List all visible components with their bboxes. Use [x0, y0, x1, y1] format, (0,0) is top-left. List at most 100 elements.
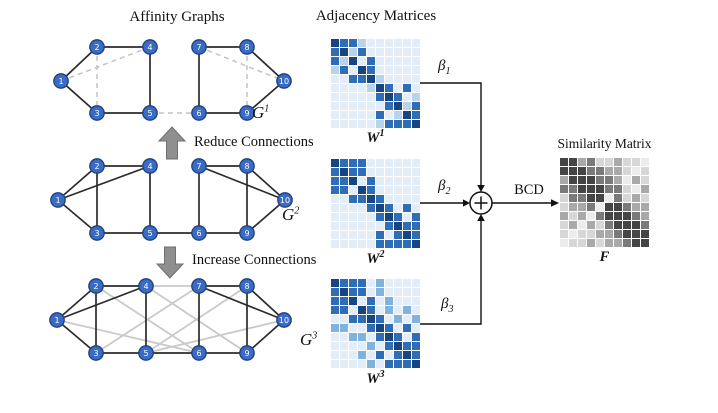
- weight-label-beta3-base: β: [441, 296, 449, 312]
- matrix-cell: [394, 57, 402, 65]
- matrix-cell: [641, 221, 649, 229]
- matrix-cell: [614, 194, 622, 202]
- graph-edge: [57, 165, 151, 201]
- matrix-cell: [376, 213, 384, 221]
- matrix-cell: [403, 186, 411, 194]
- matrix-cell: [367, 39, 375, 47]
- graph-node-label: 10: [279, 316, 289, 325]
- matrix-cell: [385, 168, 393, 176]
- matrix-cell: [403, 195, 411, 203]
- graph-node-8: [239, 158, 255, 174]
- matrix-cell: [385, 231, 393, 239]
- matrix-cell: [367, 195, 375, 203]
- matrix-cell: [385, 360, 393, 368]
- graph-node-5: [142, 225, 158, 241]
- matrix-cell: [331, 186, 339, 194]
- matrix-cell: [385, 342, 393, 350]
- graph-label-g1-sup: 1: [264, 103, 270, 115]
- matrix-cell: [412, 213, 420, 221]
- matrix-cell: [349, 297, 357, 305]
- matrix-cell: [367, 111, 375, 119]
- matrix-cell: [385, 102, 393, 110]
- matrix-cell: [376, 297, 384, 305]
- matrix-cell: [587, 176, 595, 184]
- matrix-cell: [578, 221, 586, 229]
- matrix-cell: [376, 315, 384, 323]
- matrix-cell: [614, 239, 622, 247]
- weight-label-beta3: β3: [441, 296, 453, 315]
- matrix-cell: [560, 176, 568, 184]
- matrix-cell: [340, 231, 348, 239]
- matrix-cell: [376, 75, 384, 83]
- matrix-cell: [412, 222, 420, 230]
- matrix-cell: [412, 39, 420, 47]
- matrix-cell: [349, 231, 357, 239]
- matrix-cell: [331, 213, 339, 221]
- matrix-cell: [349, 168, 357, 176]
- matrix-cell: [385, 177, 393, 185]
- matrix-cell: [349, 57, 357, 65]
- matrix-cell: [578, 203, 586, 211]
- matrix-label-w1-base: W: [366, 129, 380, 146]
- matrix-cell: [403, 168, 411, 176]
- matrix-cell: [358, 213, 366, 221]
- graph-edge: [60, 80, 98, 114]
- matrix-cell: [641, 239, 649, 247]
- graph-node-label: 5: [143, 349, 148, 358]
- weight-label-beta2-sub: 2: [445, 186, 451, 197]
- matrix-cell: [587, 185, 595, 193]
- matrix-cell: [412, 159, 420, 167]
- matrix-cell: [560, 194, 568, 202]
- matrix-cell: [367, 231, 375, 239]
- matrix-cell: [340, 279, 348, 287]
- sum-operator-icon: [469, 191, 493, 215]
- matrix-cell: [358, 195, 366, 203]
- matrix-cell: [412, 186, 420, 194]
- matrix-cell: [331, 48, 339, 56]
- matrix-cell: [340, 204, 348, 212]
- graph-edge: [60, 46, 98, 82]
- matrix-cell: [358, 240, 366, 248]
- matrix-cell: [358, 306, 366, 314]
- matrix-cell: [623, 176, 631, 184]
- matrix-cell: [412, 111, 420, 119]
- matrix-cell: [367, 306, 375, 314]
- matrix-cell: [560, 203, 568, 211]
- matrix-cell: [412, 231, 420, 239]
- matrix-cell: [614, 212, 622, 220]
- matrix-cell: [340, 186, 348, 194]
- matrix-cell: [394, 48, 402, 56]
- matrix-cell: [412, 102, 420, 110]
- matrix-cell: [331, 360, 339, 368]
- graph-edge: [198, 165, 286, 201]
- matrix-cell: [623, 158, 631, 166]
- matrix-cell: [376, 360, 384, 368]
- matrix-cell: [632, 158, 640, 166]
- matrix-cell: [403, 93, 411, 101]
- matrix-cell: [394, 159, 402, 167]
- graph-node-label: 4: [147, 162, 152, 171]
- matrix-cell: [394, 288, 402, 296]
- graph-node-10: [277, 192, 293, 208]
- matrix-cell: [349, 315, 357, 323]
- matrix-cell: [349, 222, 357, 230]
- matrix-cell: [605, 167, 613, 175]
- matrix-cell: [623, 239, 631, 247]
- matrix-cell: [385, 159, 393, 167]
- matrix-cell: [403, 159, 411, 167]
- graph-node-10: [276, 73, 292, 89]
- similarity-matrix-f: [560, 158, 649, 247]
- graph-edge: [145, 319, 285, 354]
- matrix-cell: [331, 351, 339, 359]
- graph-edge: [246, 165, 286, 201]
- graph-edge: [57, 199, 98, 234]
- graph-node-label: 2: [94, 162, 99, 171]
- matrix-cell: [367, 204, 375, 212]
- matrix-cell: [614, 230, 622, 238]
- matrix-cell: [641, 185, 649, 193]
- graph-label-g1-base: G: [252, 103, 265, 122]
- matrix-label-w3-base: W: [366, 370, 380, 387]
- graph-node-label: 10: [280, 196, 290, 205]
- matrix-cell: [367, 66, 375, 74]
